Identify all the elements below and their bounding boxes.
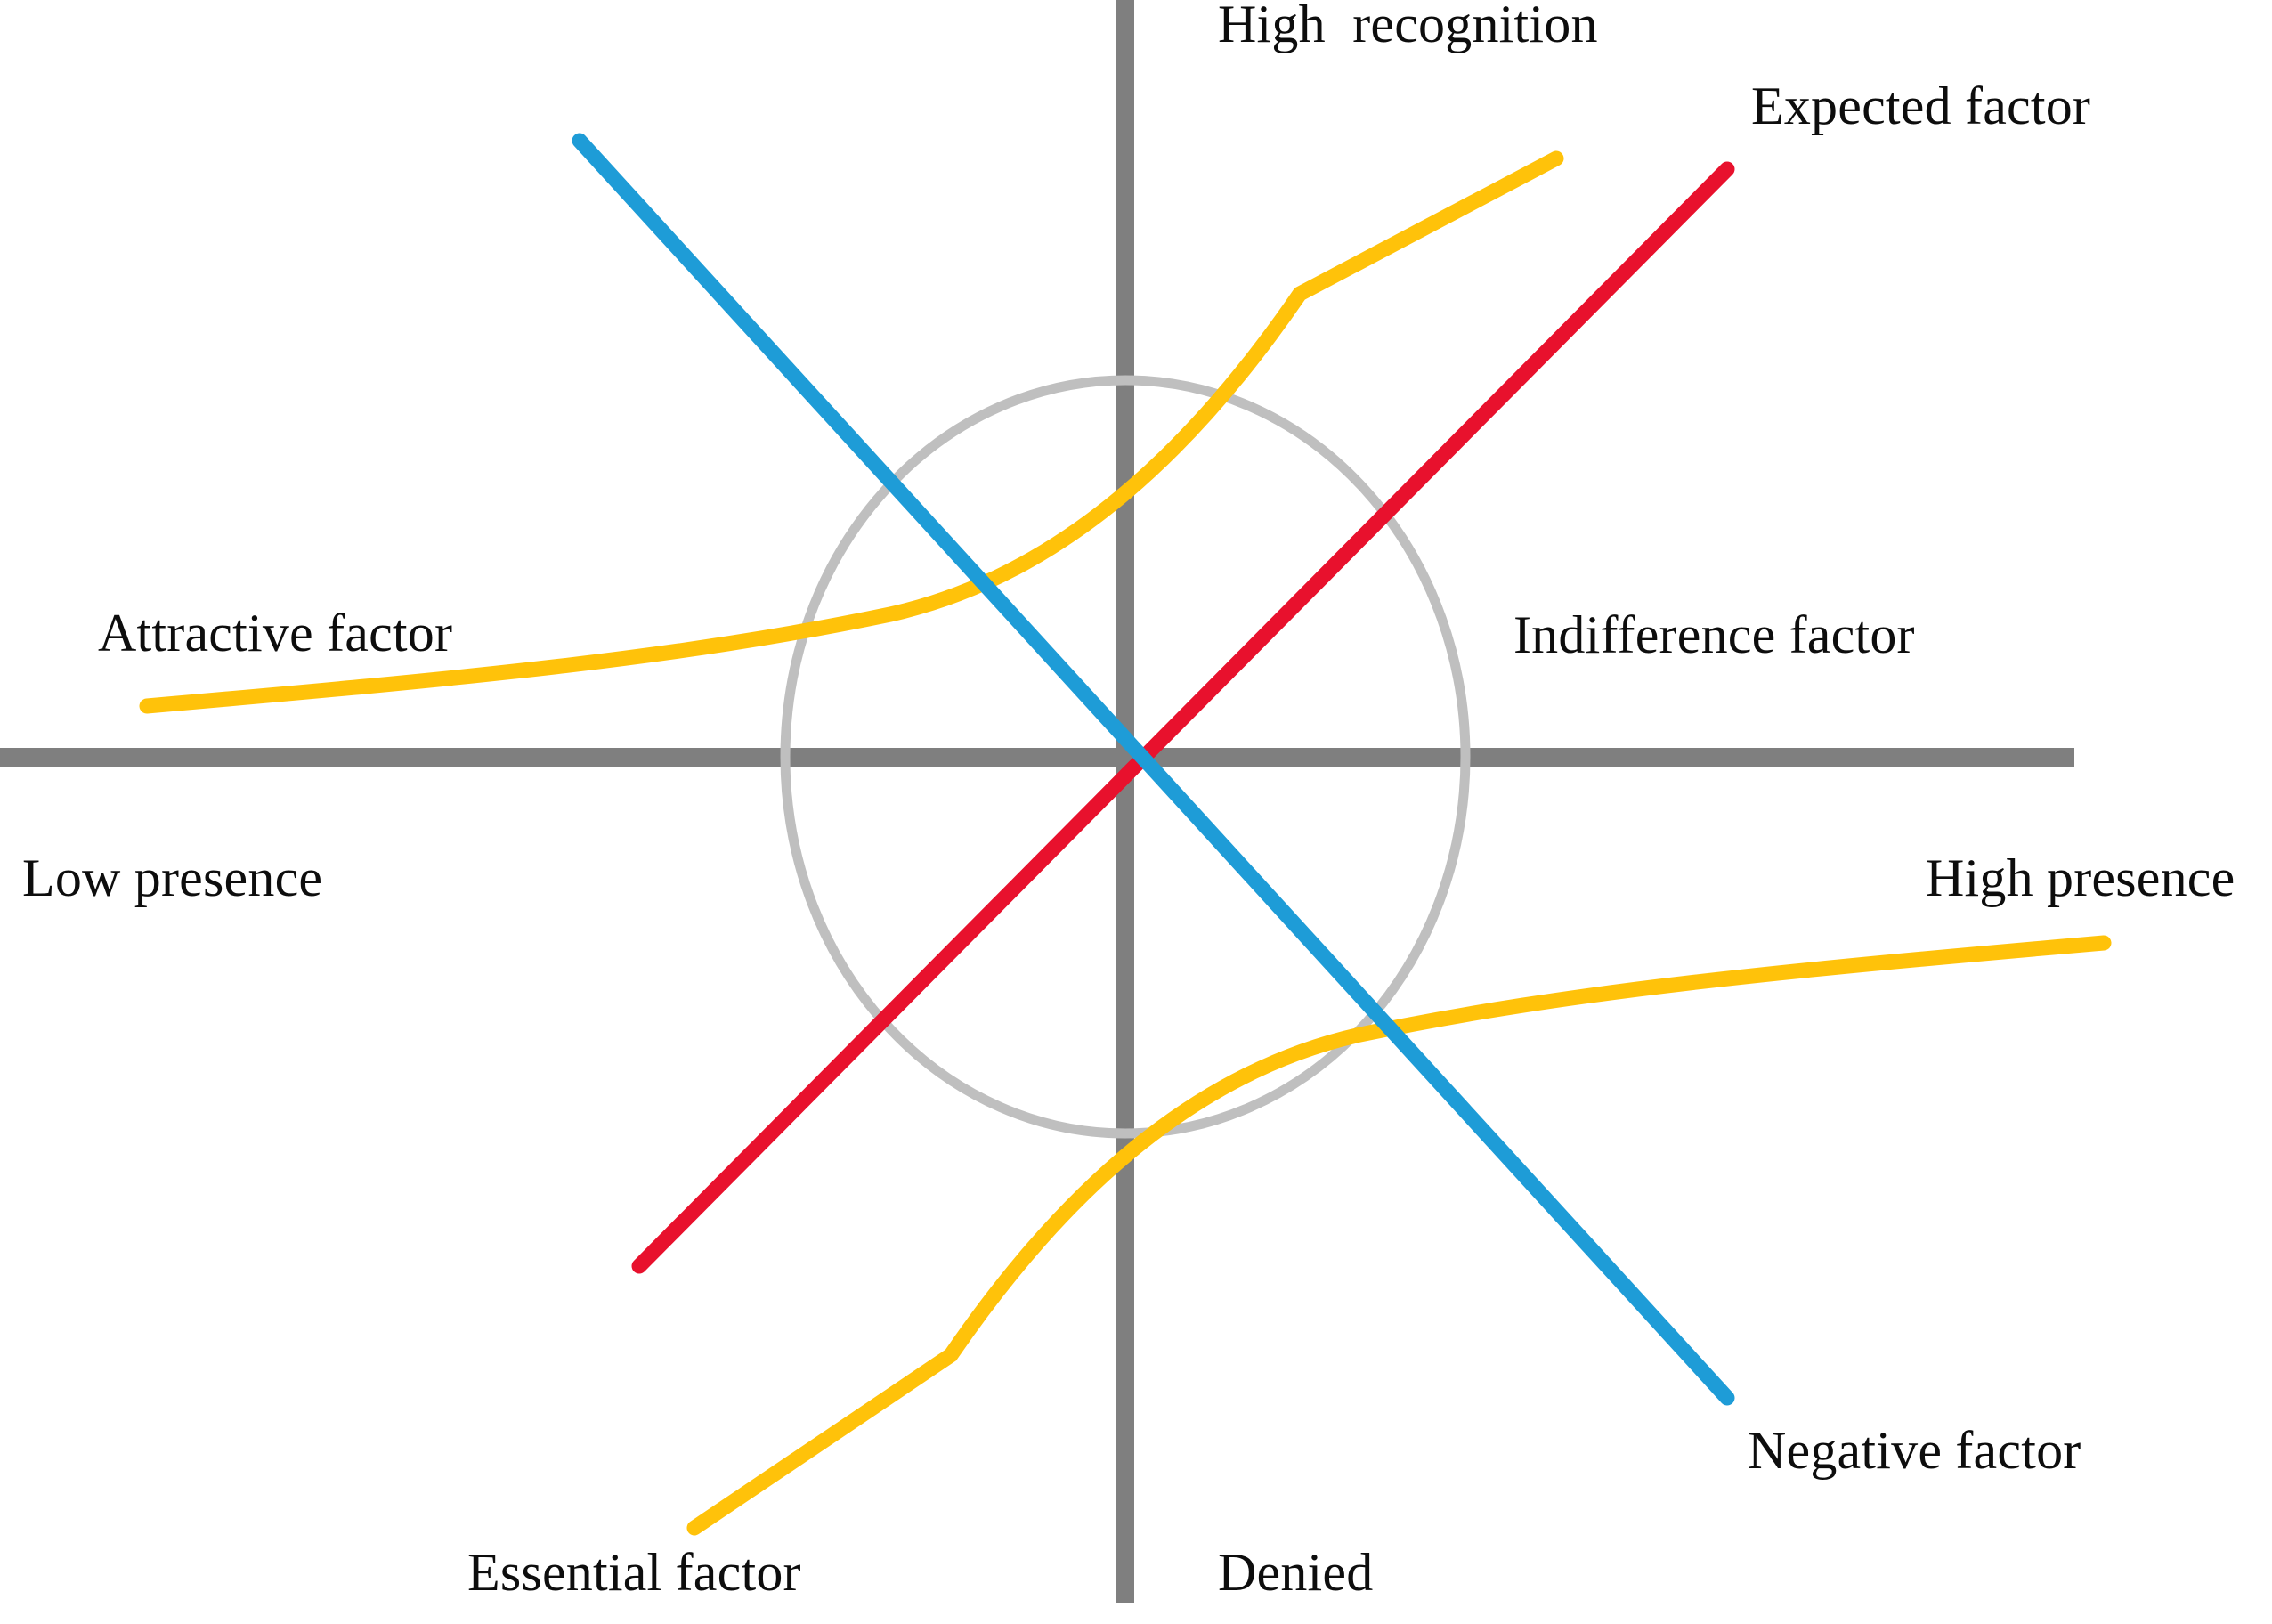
curve-label-indifference-factor: Indifference factor <box>1513 605 1915 664</box>
negative-factor-line <box>572 133 1735 1406</box>
expected-factor-line <box>631 161 1735 1274</box>
axis-label-low-presence: Low presence <box>22 849 323 907</box>
axis-label-high-recognition: High recognition <box>1218 0 1598 53</box>
curve-label-negative-factor: Negative factor <box>1748 1421 2081 1480</box>
curve-label-essential-factor: Essential factor <box>467 1543 801 1602</box>
axis-label-high-presence: High presence <box>1926 849 2235 907</box>
axis-label-denied: Denied <box>1218 1543 1374 1602</box>
attractive-factor-curve <box>139 150 1564 714</box>
curve-label-attractive-factor: Attractive factor <box>98 604 453 662</box>
curve-label-expected-factor: Expected factor <box>1751 77 2091 135</box>
neutral-zone-circle <box>780 375 1471 1139</box>
